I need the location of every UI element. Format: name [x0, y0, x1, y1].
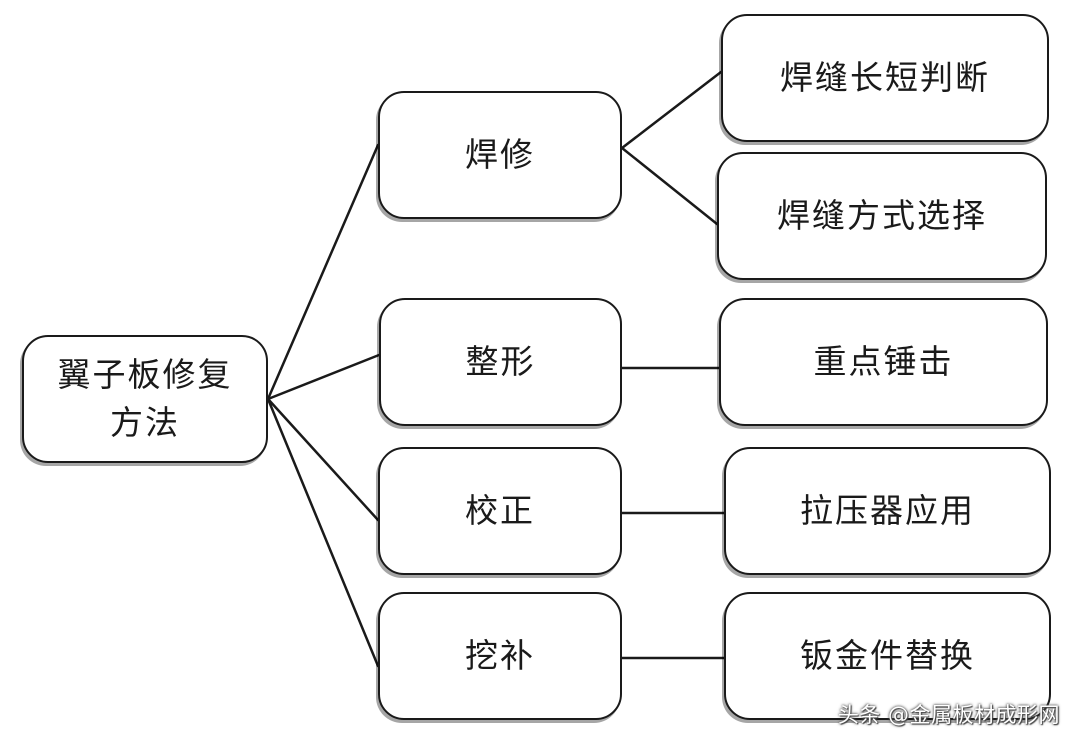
method-node-patch: 挖补	[378, 592, 622, 720]
method-node-weld: 焊修	[378, 91, 622, 219]
connector-root-to-shaping	[266, 353, 381, 401]
detail-node-weld-length: 焊缝长短判断	[721, 14, 1049, 142]
root-label-line2: 方法	[110, 403, 180, 442]
detail-label: 重点锤击	[813, 342, 954, 382]
method-label: 焊修	[465, 135, 535, 175]
detail-label: 焊缝长短判断	[780, 58, 990, 98]
connector-weld-to-method	[620, 146, 719, 226]
detail-label: 焊缝方式选择	[777, 196, 987, 236]
method-node-shaping: 整形	[379, 298, 622, 426]
connector-root-to-correction	[266, 397, 380, 522]
detail-node-puller: 拉压器应用	[724, 447, 1051, 575]
root-node: 翼子板修复 方法	[22, 335, 268, 463]
root-label-line1: 翼子板修复	[57, 355, 233, 395]
detail-node-replacement: 钣金件替换	[724, 592, 1051, 720]
detail-node-hammering: 重点锤击	[719, 298, 1048, 426]
detail-label: 拉压器应用	[800, 491, 975, 531]
method-node-correction: 校正	[378, 447, 622, 575]
connector-root-to-weld	[266, 143, 380, 401]
method-label: 整形	[465, 342, 536, 382]
method-label: 校正	[465, 491, 535, 531]
method-label: 挖补	[465, 636, 535, 676]
detail-node-weld-method: 焊缝方式选择	[717, 152, 1047, 280]
connector-weld-to-length	[620, 70, 723, 150]
connector-root-to-patch	[266, 397, 380, 668]
detail-label: 钣金件替换	[800, 636, 975, 676]
watermark-text: 头条 @金属板材成形网	[837, 703, 1060, 727]
